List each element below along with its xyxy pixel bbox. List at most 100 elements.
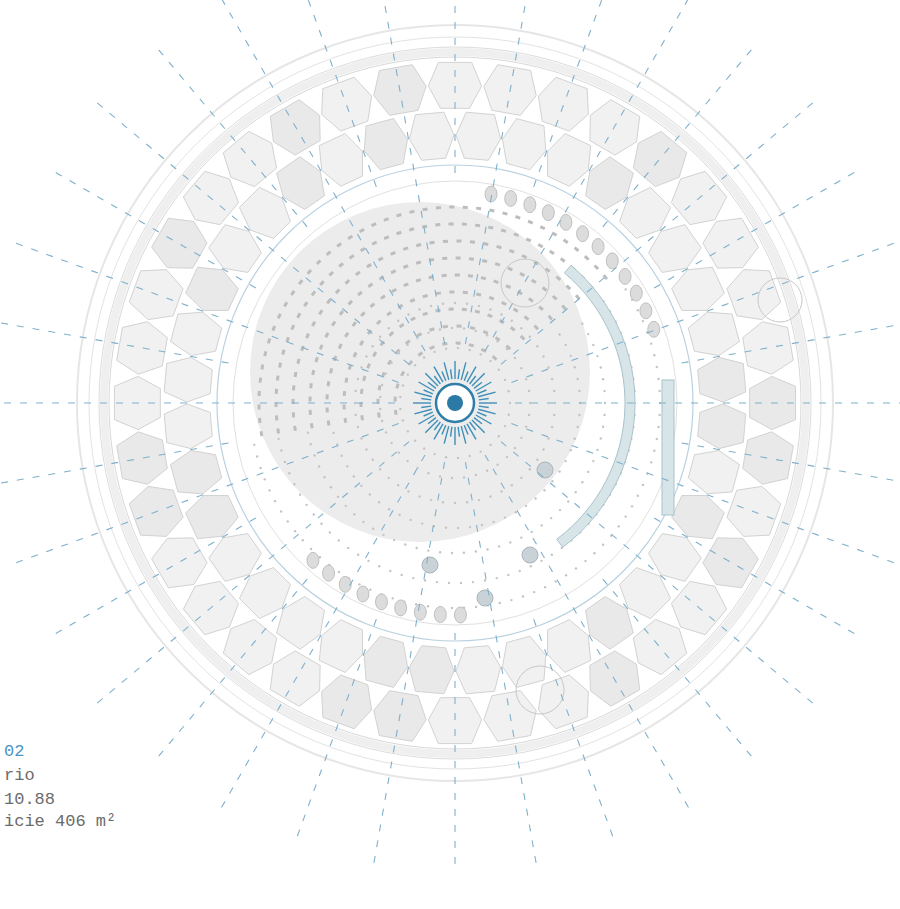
dot (372, 345, 374, 347)
hex-cell (698, 357, 746, 402)
dot (558, 470, 560, 472)
dot (592, 460, 594, 462)
dot (603, 414, 605, 416)
dot (550, 517, 552, 519)
dot (508, 390, 510, 392)
seat-rows (257, 205, 608, 436)
dot (367, 560, 369, 562)
dot (469, 455, 471, 457)
seat (501, 301, 507, 306)
seat (359, 228, 365, 233)
seat (307, 269, 313, 275)
dot (310, 548, 312, 550)
seat (257, 404, 260, 409)
axis-line (654, 518, 862, 638)
hex-cell (171, 312, 222, 355)
seat (456, 239, 461, 242)
seat (308, 397, 311, 402)
hex-cell (117, 432, 168, 484)
dot (293, 483, 295, 485)
seat (476, 293, 482, 297)
dot (421, 522, 423, 524)
seat (370, 302, 376, 308)
hex-cell (322, 77, 372, 131)
seat (487, 313, 493, 318)
hex-cell (633, 131, 686, 186)
dot (508, 414, 510, 416)
dot (463, 476, 465, 478)
seat (311, 291, 316, 297)
seat (489, 209, 494, 213)
seat (378, 257, 384, 262)
seat (505, 345, 511, 351)
dot (637, 495, 639, 497)
dot (525, 505, 527, 507)
hall-edge (233, 181, 677, 625)
dot (576, 378, 578, 380)
dot (388, 508, 390, 510)
seat (470, 326, 476, 330)
hex-cell (703, 538, 758, 588)
dot (390, 362, 392, 364)
seat (556, 276, 562, 282)
chair (434, 606, 446, 622)
hex-cell (502, 636, 545, 687)
dot (624, 515, 626, 517)
dot (529, 402, 531, 404)
chair (630, 285, 642, 301)
seat (552, 295, 558, 301)
seat (501, 229, 507, 233)
dot (511, 320, 513, 322)
axis-line (0, 443, 228, 485)
dot (500, 313, 502, 315)
dot (407, 373, 409, 375)
dot (390, 442, 392, 444)
dot (430, 305, 432, 307)
dot (402, 419, 404, 421)
dot (603, 390, 605, 392)
dot (489, 495, 491, 497)
dot (398, 452, 400, 454)
seat (387, 360, 392, 366)
seat (258, 418, 261, 423)
axis-line (294, 0, 376, 187)
seat (319, 280, 325, 286)
hex-cell (186, 496, 239, 539)
hex-cell (319, 620, 362, 673)
dot (653, 354, 655, 356)
seat (409, 210, 415, 214)
round-table (516, 666, 564, 714)
seat (339, 310, 344, 316)
dot (543, 489, 545, 491)
dot (406, 344, 408, 346)
dot (253, 444, 255, 446)
dot (575, 567, 577, 569)
seat (502, 211, 508, 215)
dot (360, 485, 362, 487)
dot (345, 505, 347, 507)
seat (417, 351, 423, 356)
axis-line (485, 455, 690, 810)
dot (506, 348, 508, 350)
dot (533, 591, 535, 593)
hex-cell (428, 698, 481, 744)
seat (327, 420, 331, 425)
dot (409, 519, 411, 521)
dot (415, 547, 417, 549)
ring-band (104, 52, 806, 754)
dot (280, 449, 282, 451)
dot (397, 484, 399, 486)
seat (384, 235, 390, 240)
dot (400, 574, 402, 576)
hex-cell (538, 77, 588, 131)
seat (442, 257, 447, 260)
seat (489, 296, 495, 300)
axis-line (465, 462, 536, 866)
seat (338, 343, 343, 349)
dot (457, 347, 459, 349)
seat (378, 385, 382, 390)
axis-line (603, 43, 757, 227)
tick (479, 402, 497, 403)
seat (376, 319, 382, 325)
